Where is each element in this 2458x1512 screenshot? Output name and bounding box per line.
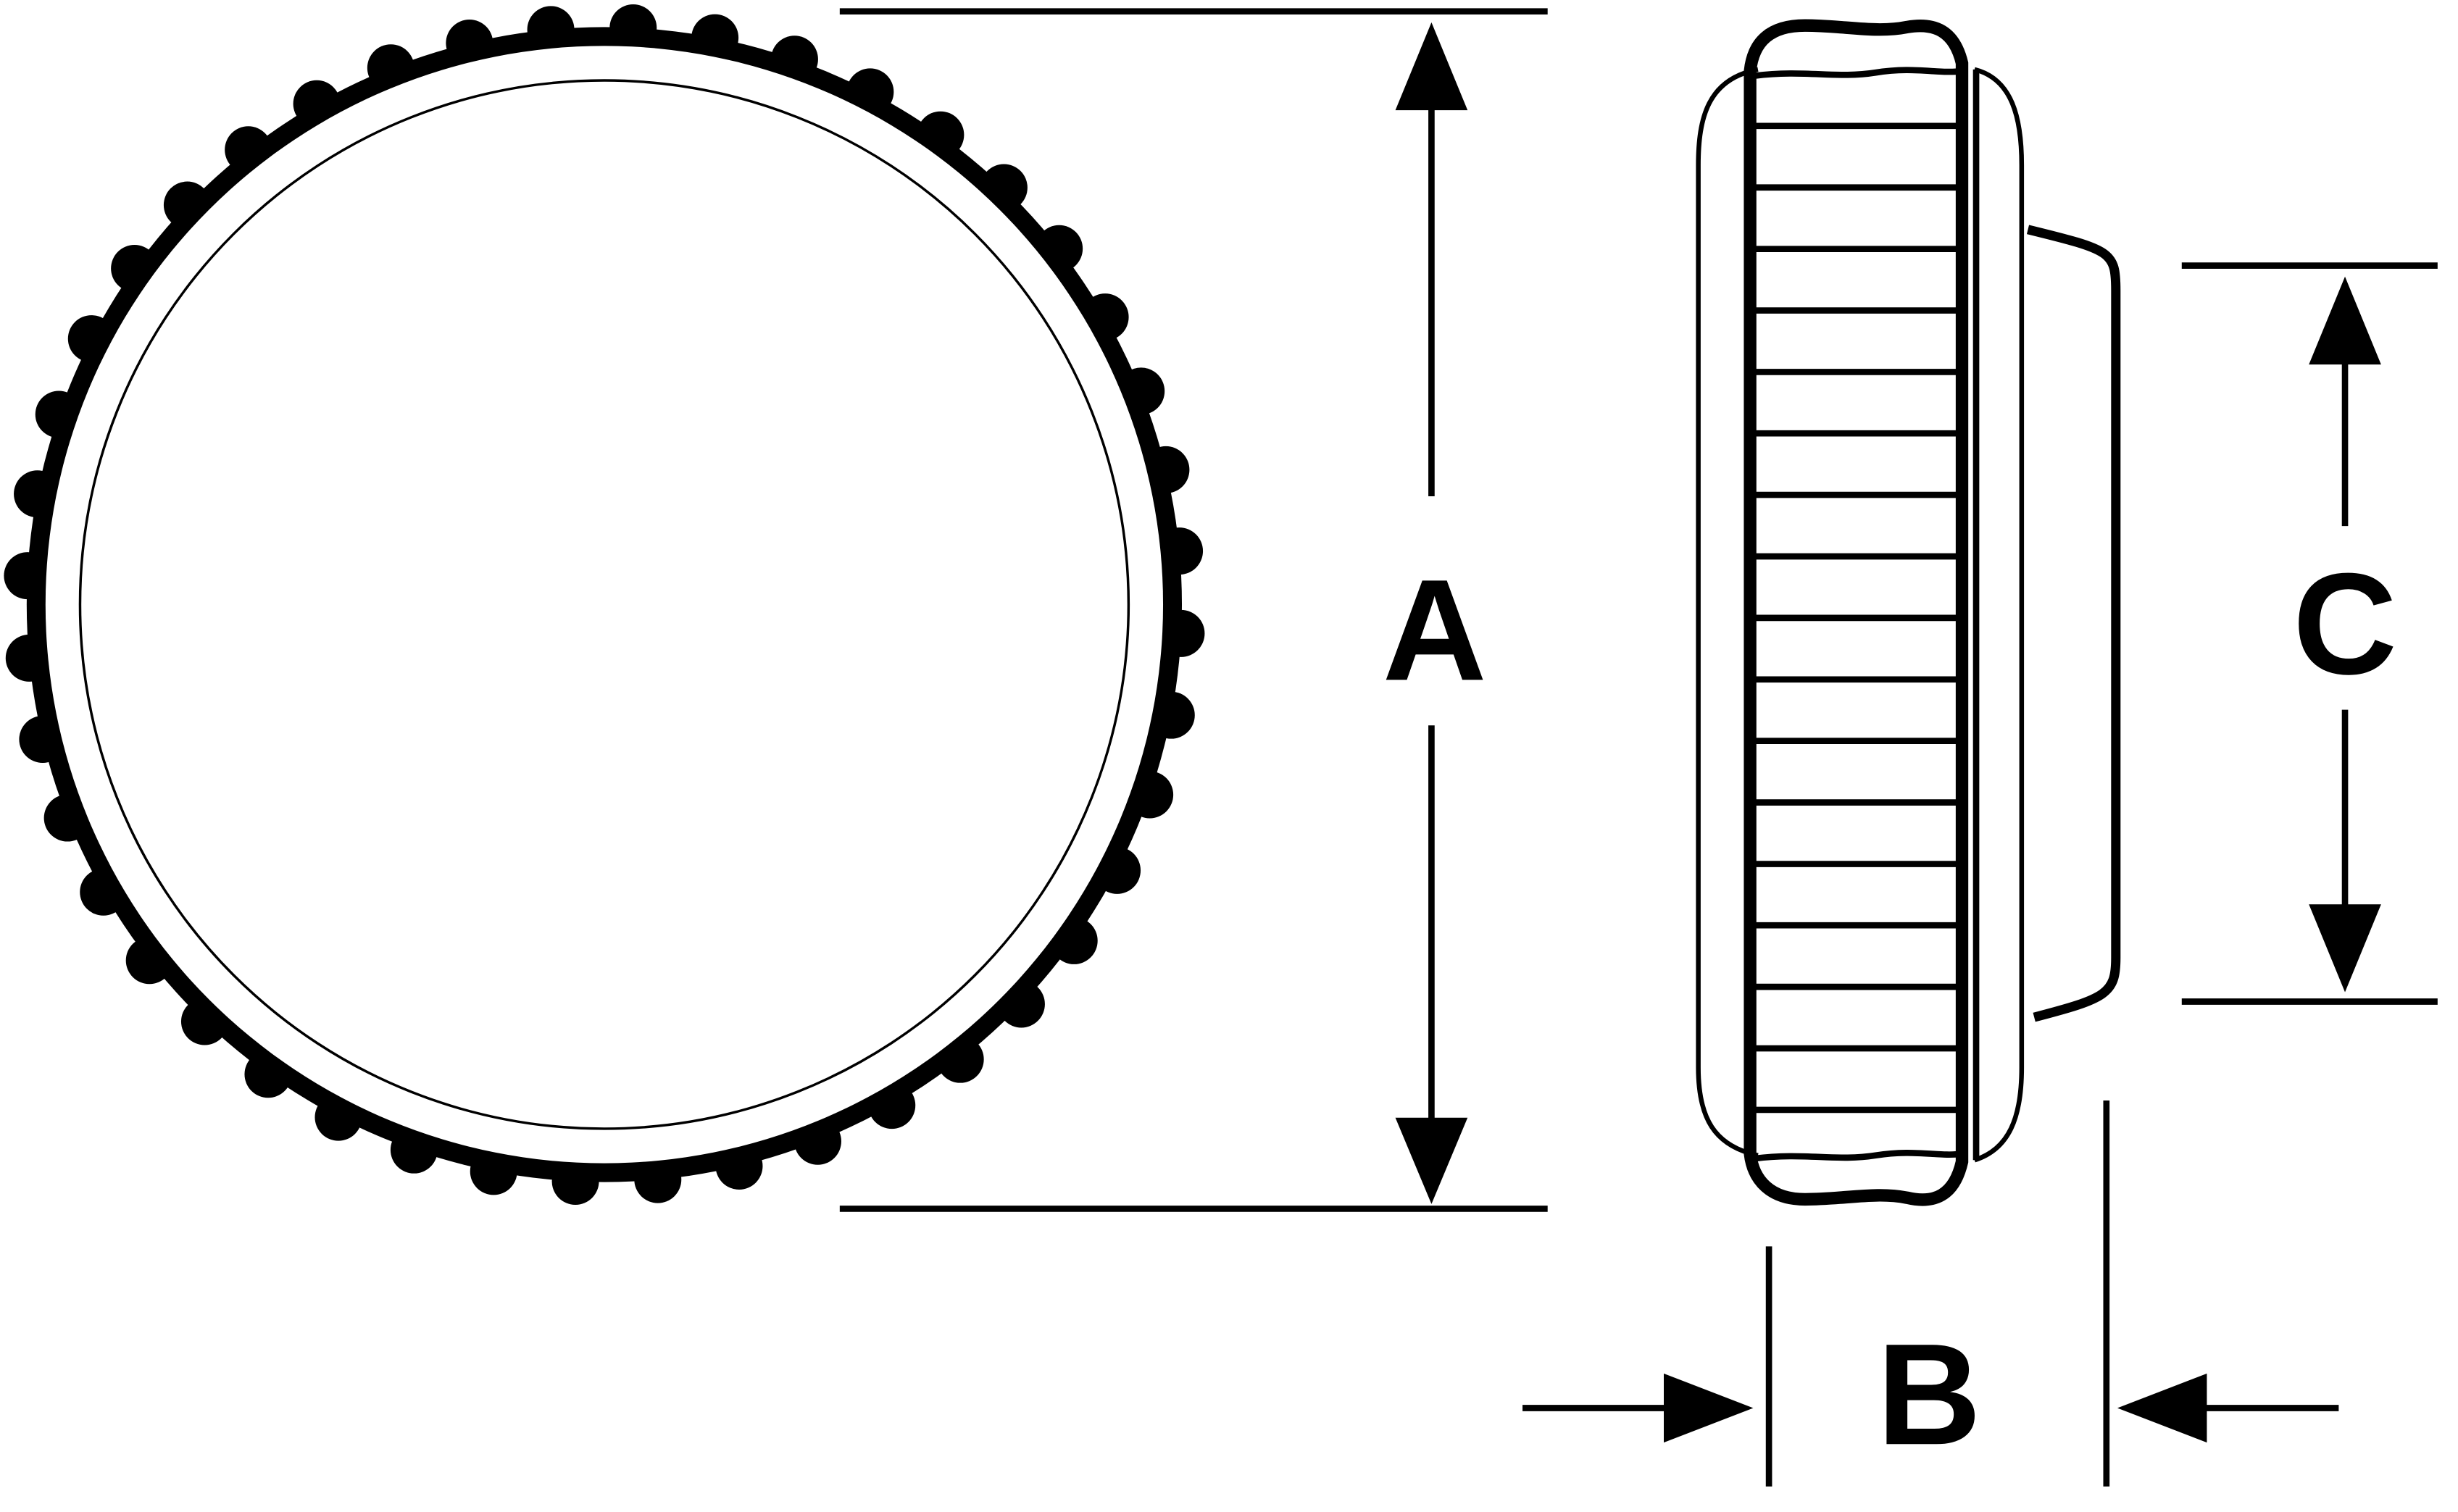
side-view-housing-outline [1696, 67, 2025, 1163]
dimension-a-arrow-up [1395, 22, 1468, 111]
side-view [1696, 19, 2121, 1206]
front-view [4, 4, 1205, 1205]
dimension-b-label: B [1877, 1314, 1981, 1475]
side-view-stem [2026, 225, 2121, 1022]
dimension-c-label: C [2293, 544, 2397, 705]
dimension-b [1522, 1100, 2339, 1487]
knob-face-inner-ring [78, 79, 1130, 1130]
side-view-grip-top-wave [1754, 67, 1963, 79]
dimension-a [839, 8, 1548, 1212]
dimension-c-arrow-down [2309, 904, 2381, 993]
knob-face-outer-edge [45, 46, 1164, 1164]
dimension-a-label: A [1383, 550, 1487, 711]
dimension-b-arrow-right [1663, 1373, 1754, 1443]
side-view-grip-body [1743, 19, 1969, 1206]
dimension-c-arrow-up [2309, 276, 2381, 365]
dimension-b-arrow-left [2117, 1373, 2207, 1443]
dimension-c [2181, 262, 2438, 1005]
side-view-grip-bottom-wave [1754, 1149, 1963, 1162]
grip-ribs [1754, 122, 1959, 1114]
dimension-a-arrow-down [1395, 1117, 1468, 1204]
